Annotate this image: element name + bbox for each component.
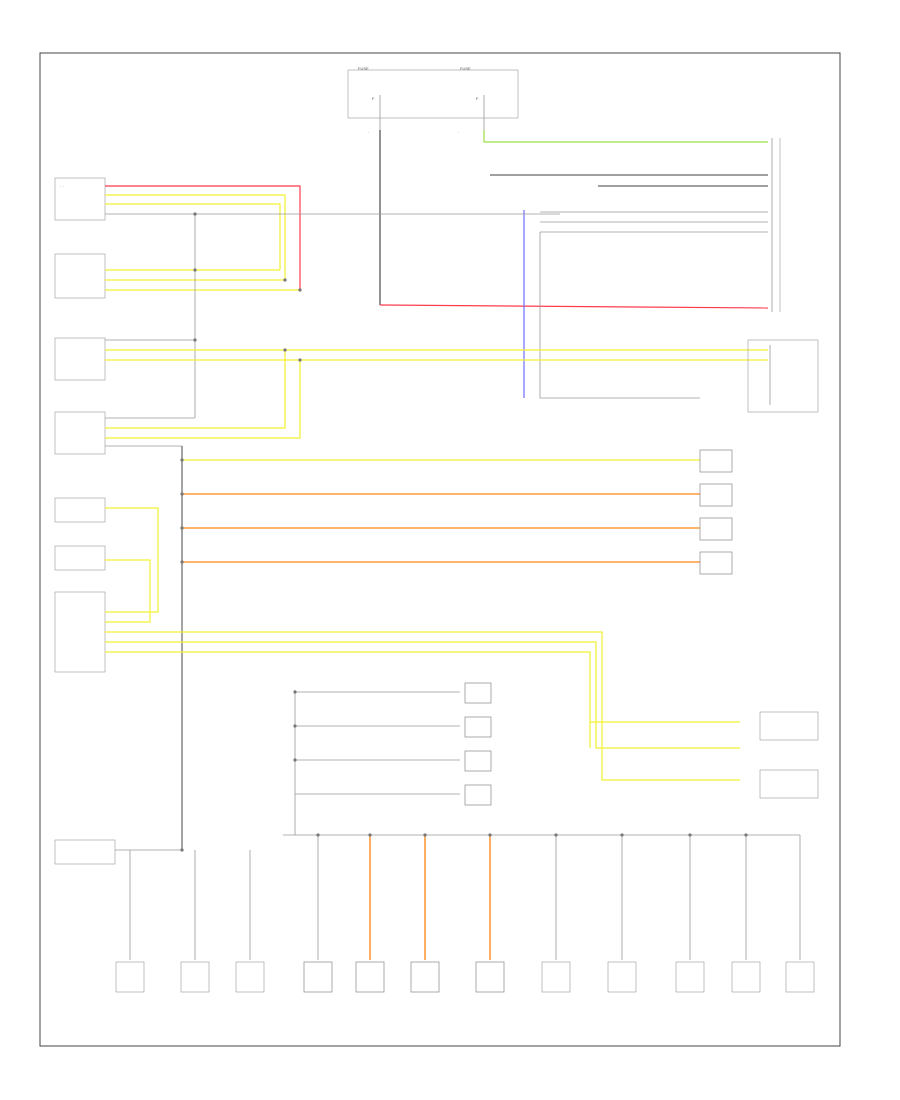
wire-yellow-left-12 <box>105 631 740 781</box>
svg-text:F: F <box>372 96 375 101</box>
module-bottom-left <box>54 839 116 865</box>
fuse-block-top: FUSE FUSE F F · · <box>347 66 519 135</box>
module-left-1: · · <box>54 177 106 221</box>
splice-dots <box>180 212 748 852</box>
svg-text:·: · <box>458 130 459 135</box>
module-left-2 <box>54 253 106 299</box>
connector-top-right <box>771 138 781 312</box>
module-left-3 <box>54 337 106 381</box>
svg-text:·: · <box>368 130 369 135</box>
sensor-drops <box>129 835 801 960</box>
wire-yellow-left-9 <box>105 360 301 439</box>
svg-text:FUSE: FUSE <box>460 66 471 71</box>
wire-yellow-left-8 <box>105 350 286 429</box>
diagram-frame <box>39 52 841 1047</box>
wire-yellow-left-1 <box>105 194 286 280</box>
wire-yellow-left-10 <box>105 507 159 613</box>
wire-red-trunk <box>379 304 769 309</box>
modules-middle-stack <box>464 682 492 806</box>
modules-right-stack <box>699 449 733 575</box>
svg-text:· ·: · · <box>60 184 64 189</box>
wire-green-top <box>483 130 768 143</box>
module-right-low-1 <box>759 711 819 741</box>
wire-yellow-left-13 <box>105 641 740 749</box>
wire-red-left-1 <box>105 185 301 290</box>
svg-text:FUSE: FUSE <box>358 66 369 71</box>
module-left-7 <box>54 591 106 673</box>
module-right-mid <box>747 339 819 413</box>
svg-text:F: F <box>476 96 479 101</box>
module-left-4 <box>54 411 106 455</box>
module-right-low-2 <box>759 769 819 799</box>
module-left-6 <box>54 545 106 571</box>
module-left-5 <box>54 497 106 523</box>
wire-yellow-left-11 <box>105 559 151 623</box>
wire-yellow-left-14 <box>105 651 591 748</box>
wire-gray-4 <box>539 232 700 399</box>
wire-yellow-left-2 <box>105 203 281 270</box>
sensors-bottom <box>115 961 815 993</box>
